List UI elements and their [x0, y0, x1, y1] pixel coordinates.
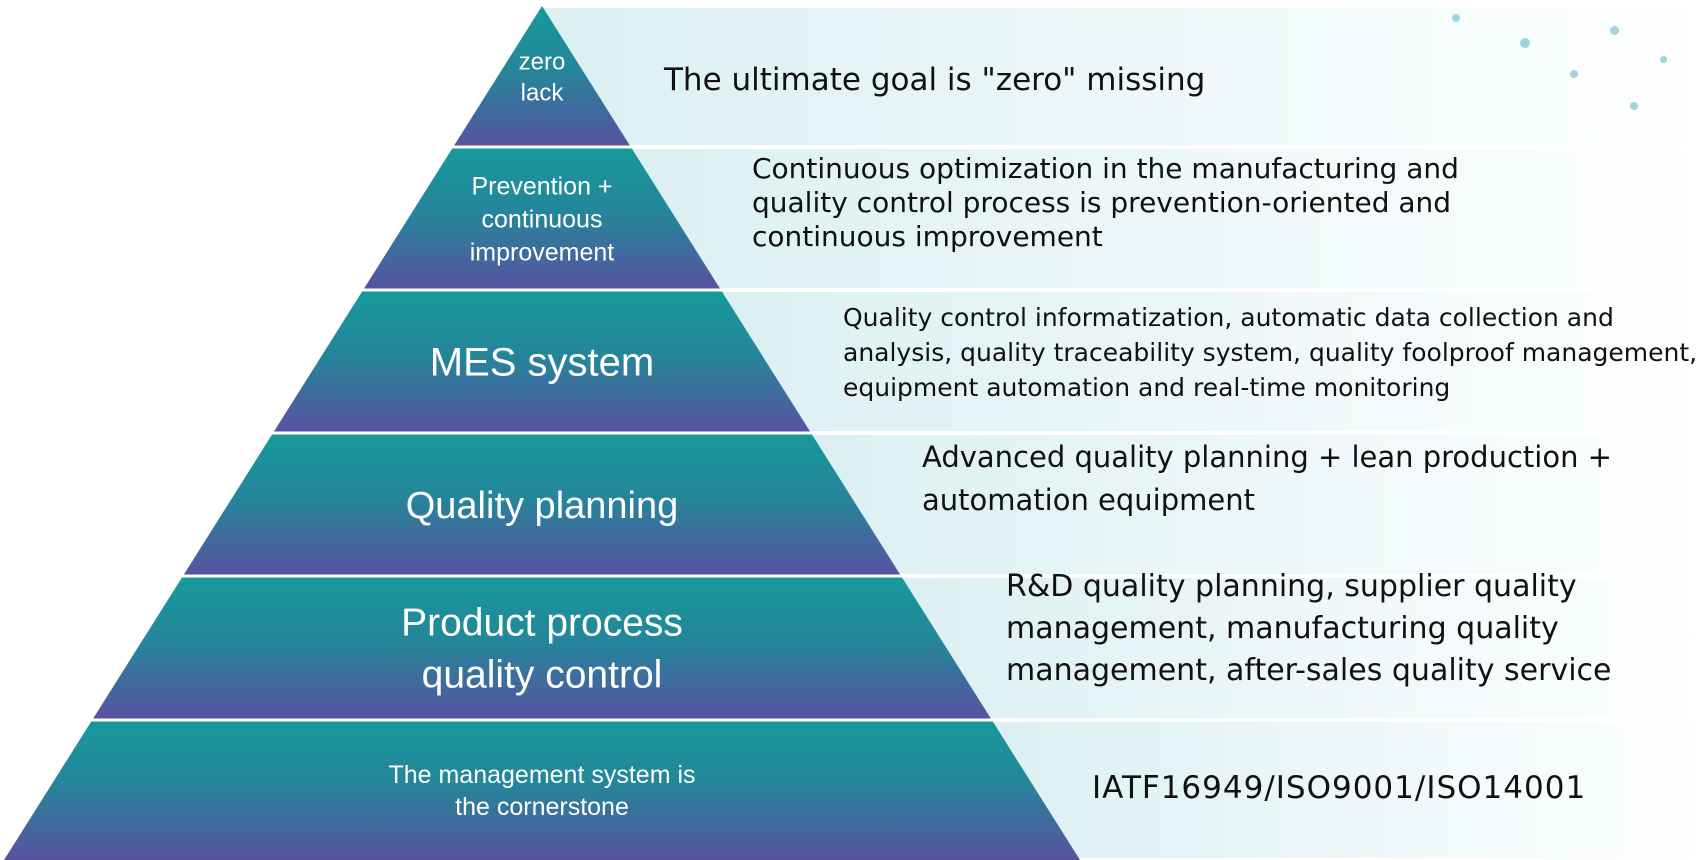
- network-decoration-dot: [1570, 70, 1578, 78]
- pyramid-label-line: zero: [519, 48, 566, 75]
- description-line: The ultimate goal is "zero" missing: [664, 62, 1206, 98]
- pyramid-label-line: Quality planning: [406, 485, 679, 527]
- description-level-4: Advanced quality planning + lean product…: [922, 436, 1612, 522]
- description-line: Continuous optimization in the manufactu…: [752, 152, 1459, 185]
- pyramid-label-line: lack: [521, 79, 565, 106]
- description-band: [543, 8, 1708, 145]
- pyramid-label-line: improvement: [470, 238, 615, 266]
- description-line: Advanced quality planning + lean product…: [922, 440, 1612, 474]
- description-line: automation equipment: [922, 483, 1255, 517]
- pyramid-label-4: Quality planning: [406, 485, 679, 527]
- pyramid-layer-4: [182, 433, 902, 576]
- pyramid-label-2: Prevention + continuous improvement: [470, 172, 615, 266]
- description-level-6: IATF16949/ISO9001/ISO14001: [1092, 770, 1586, 807]
- pyramid-label-line: quality control: [422, 654, 663, 697]
- description-line: analysis, quality traceability system, q…: [843, 338, 1698, 367]
- pyramid-layer-6: [4, 720, 1080, 860]
- description-line: management, manufacturing quality: [1006, 611, 1559, 646]
- network-decoration-dot: [1452, 14, 1460, 22]
- pyramid-label-line: continuous: [482, 205, 603, 233]
- description-band: [993, 722, 1708, 858]
- description-line: continuous improvement: [752, 220, 1103, 253]
- description-band: [722, 292, 1708, 431]
- description-band: [902, 578, 1708, 718]
- pyramid-label-line: Prevention +: [471, 172, 612, 200]
- network-decoration-dot: [1520, 38, 1530, 48]
- pyramid-label-line: MES system: [430, 341, 654, 385]
- description-line: R&D quality planning, supplier quality: [1006, 569, 1577, 604]
- description-level-1: The ultimate goal is "zero" missing: [664, 62, 1205, 99]
- description-line: equipment automation and real-time monit…: [843, 373, 1451, 402]
- description-level-3: Quality control informatization, automat…: [843, 300, 1697, 405]
- description-bands: [543, 8, 1708, 858]
- network-decoration-dot: [1660, 56, 1667, 63]
- description-line: Quality control informatization, automat…: [843, 303, 1614, 332]
- description-level-2: Continuous optimization in the manufactu…: [752, 152, 1459, 254]
- pyramid-layer-5: [92, 576, 992, 720]
- network-decoration-dot: [1630, 102, 1638, 110]
- description-line: IATF16949/ISO9001/ISO14001: [1092, 770, 1587, 806]
- description-level-5: R&D quality planning, supplier quality m…: [1006, 566, 1612, 692]
- pyramid-layers: [4, 6, 1708, 860]
- pyramid-label-line: the cornerstone: [455, 793, 629, 821]
- pyramid-label-line: The management system is: [388, 761, 695, 789]
- network-decoration-dot: [1610, 26, 1619, 35]
- pyramid-label-line: Product process: [401, 602, 683, 645]
- description-line: quality control process is prevention-or…: [752, 186, 1452, 219]
- pyramid-layer-1: [453, 6, 631, 147]
- description-line: management, after-sales quality service: [1006, 653, 1612, 688]
- pyramid-label-6: The management system is the cornerstone: [388, 761, 695, 821]
- description-band: [812, 435, 1708, 574]
- pyramid-label-3: MES system: [430, 341, 654, 385]
- pyramid-label-1: zero lack: [519, 48, 566, 106]
- pyramid-label-5: Product process quality control: [401, 602, 683, 697]
- description-band: [632, 149, 1708, 288]
- pyramid-layer-3: [273, 290, 811, 433]
- pyramid-layer-2: [363, 147, 721, 290]
